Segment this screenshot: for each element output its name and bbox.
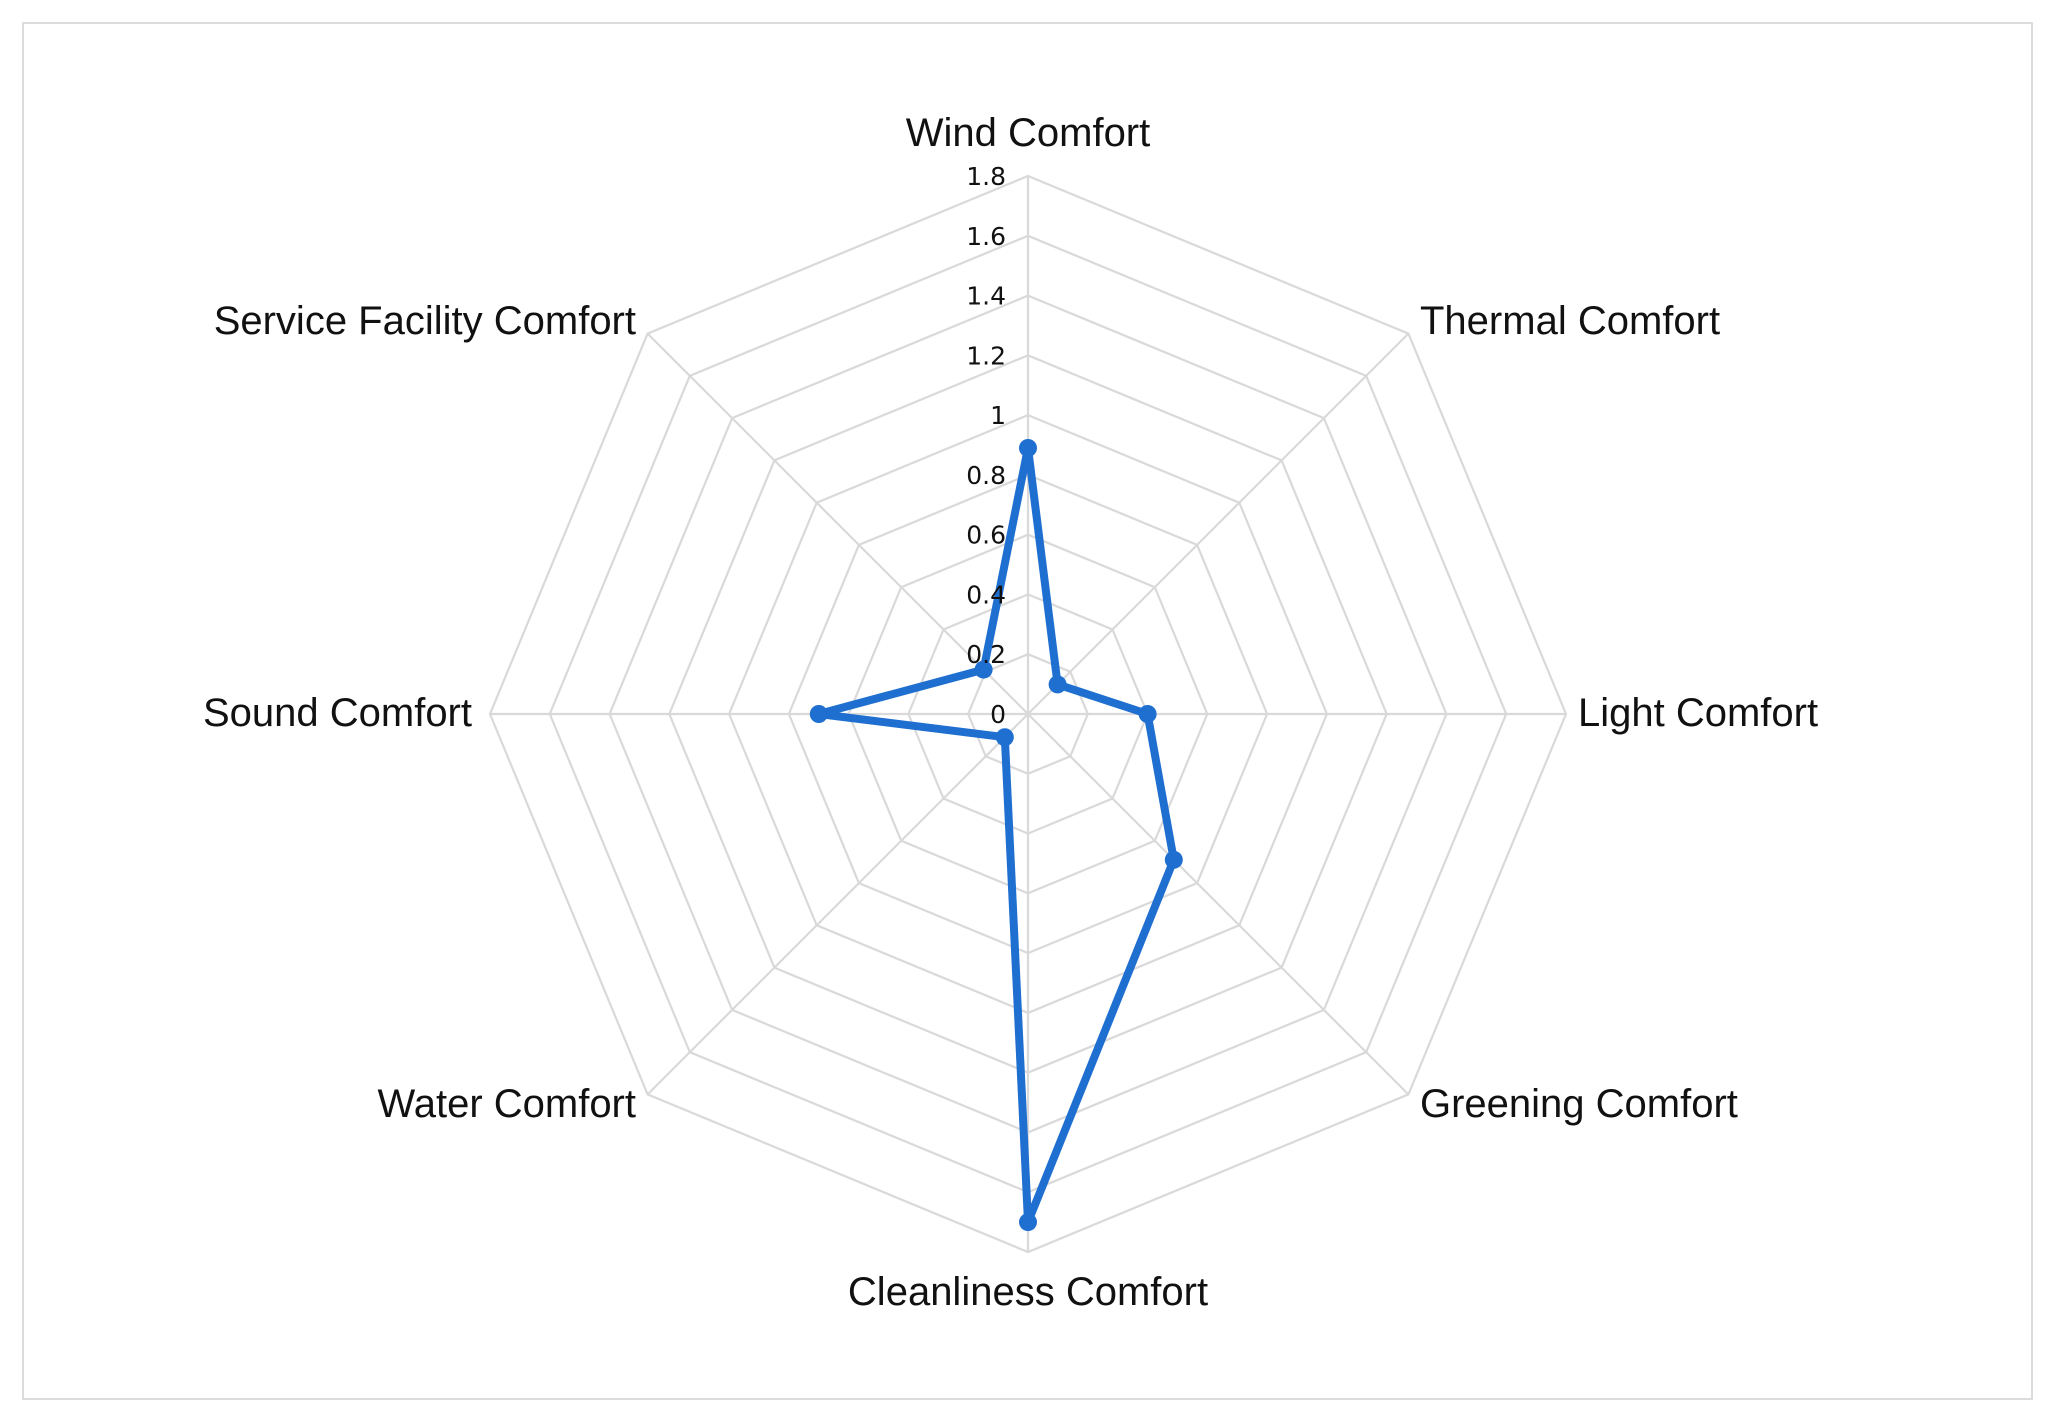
radar-grid xyxy=(488,174,1568,1254)
grid-spoke xyxy=(646,713,1029,1096)
tick-label: 1.4 xyxy=(966,282,1006,311)
tick-label: 0.6 xyxy=(966,521,1006,550)
radial-tick-labels: 0 0.2 0.4 0.6 0.8 1 1.2 1.4 1.6 1.8 xyxy=(966,162,1006,729)
data-point-service-facility-comfort xyxy=(974,660,993,679)
data-point-wind-comfort xyxy=(1019,439,1037,457)
grid-spoke xyxy=(1027,713,1410,1096)
tick-label: 0 xyxy=(990,700,1006,729)
tick-label: 0.2 xyxy=(966,640,1006,669)
data-point-thermal-comfort xyxy=(1048,675,1067,694)
data-point-light-comfort xyxy=(1138,705,1157,723)
radar-series xyxy=(809,439,1183,1232)
tick-label: 0.8 xyxy=(966,461,1006,490)
category-label-wind-comfort: Wind Comfort xyxy=(906,111,1151,155)
category-label-thermal-comfort: Thermal Comfort xyxy=(1420,299,1720,343)
grid-spoke xyxy=(1027,332,1410,715)
data-point-water-comfort xyxy=(995,728,1014,747)
tick-label: 1.6 xyxy=(966,222,1006,251)
series-line xyxy=(814,444,1178,1227)
tick-label: 1.8 xyxy=(966,162,1006,191)
data-point-cleanliness-comfort xyxy=(1019,1213,1037,1232)
category-label-greening-comfort: Greening Comfort xyxy=(1420,1082,1738,1126)
category-label-water-comfort: Water Comfort xyxy=(377,1082,636,1126)
tick-label: 1.2 xyxy=(966,341,1006,370)
tick-label: 0.4 xyxy=(966,580,1006,609)
data-point-greening-comfort xyxy=(1164,850,1183,869)
category-label-light-comfort: Light Comfort xyxy=(1578,691,1818,735)
grid-spoke xyxy=(646,332,1029,715)
category-label-sound-comfort: Sound Comfort xyxy=(203,691,472,735)
category-label-service-facility-comfort: Service Facility Comfort xyxy=(214,299,636,343)
data-point-sound-comfort xyxy=(809,705,828,723)
category-label-cleanliness-comfort: Cleanliness Comfort xyxy=(848,1270,1208,1314)
tick-label: 1 xyxy=(990,401,1006,430)
